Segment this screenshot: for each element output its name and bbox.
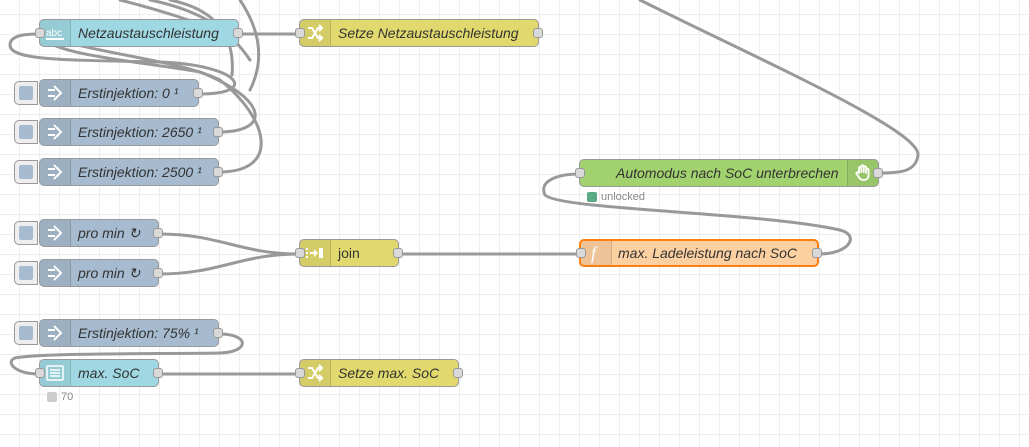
node-automodus[interactable]: Automodus nach SoC unterbrechen — [575, 159, 883, 187]
node-label: Netzaustauschleistung — [78, 25, 219, 41]
inject-button[interactable] — [14, 221, 38, 245]
function-icon: f — [581, 241, 612, 265]
wire — [638, 0, 920, 175]
node-label: join — [338, 245, 360, 261]
output-port[interactable] — [812, 248, 822, 258]
input-port[interactable] — [295, 368, 305, 378]
svg-text:f: f — [591, 243, 599, 263]
node-max-soc[interactable]: max. SoC — [35, 359, 163, 387]
arrow-right-icon — [40, 159, 71, 185]
output-port[interactable] — [453, 368, 463, 378]
status-dot — [47, 392, 57, 402]
arrow-right-icon — [40, 80, 71, 106]
svg-text:abc: abc — [46, 28, 62, 39]
output-port[interactable] — [393, 248, 403, 258]
output-port[interactable] — [873, 168, 883, 178]
status-badge: unlocked — [587, 191, 645, 203]
wire — [238, 0, 261, 92]
node-label: max. SoC — [78, 365, 140, 381]
node-erstinjektion-0[interactable]: Erstinjektion: 0 ¹ — [14, 79, 203, 107]
node-erstinjektion-2650[interactable]: Erstinjektion: 2650 ¹ — [14, 118, 223, 146]
output-port[interactable] — [213, 328, 223, 338]
inject-button[interactable] — [14, 321, 38, 345]
node-label: Setze max. SoC — [338, 365, 440, 381]
node-netzaustauschleistung[interactable]: abc Netzaustauschleistung — [35, 19, 243, 47]
node-label: pro min ↻ — [78, 224, 141, 241]
hand-icon — [847, 160, 878, 186]
status-text: 70 — [61, 391, 74, 403]
node-label: pro min ↻ — [78, 264, 141, 281]
node-label: Automodus nach SoC unterbrechen — [616, 165, 839, 181]
output-port[interactable] — [533, 28, 543, 38]
wire — [157, 232, 301, 256]
arrow-right-icon — [40, 220, 71, 246]
input-port[interactable] — [35, 28, 45, 38]
node-function-max-ladeleistung[interactable]: f max. Ladeleistung nach SoC — [576, 239, 822, 267]
wire — [37, 32, 263, 174]
node-label: Setze Netzaustauschleistung — [338, 25, 519, 41]
inject-button[interactable] — [14, 81, 38, 105]
node-label: Erstinjektion: 0 ¹ — [78, 85, 179, 101]
node-label: Erstinjektion: 2500 ¹ — [78, 164, 202, 180]
join-icon — [300, 240, 331, 266]
output-port[interactable] — [233, 28, 243, 38]
output-port[interactable] — [193, 88, 203, 98]
arrow-right-icon — [40, 119, 71, 145]
input-port[interactable] — [575, 168, 585, 178]
status-badge: 70 — [47, 391, 73, 403]
node-setze-netzaustauschleistung[interactable]: Setze Netzaustauschleistung — [295, 19, 543, 47]
output-port[interactable] — [213, 127, 223, 137]
node-pro-min-1[interactable]: pro min ↻ — [14, 219, 163, 247]
inject-button[interactable] — [14, 160, 38, 184]
status-text: unlocked — [601, 191, 646, 203]
wire — [157, 252, 301, 276]
input-port[interactable] — [295, 248, 305, 258]
input-port[interactable] — [295, 28, 305, 38]
wire — [9, 332, 244, 376]
output-port[interactable] — [153, 368, 163, 378]
arrow-right-icon — [40, 320, 71, 346]
wire — [542, 172, 852, 256]
shuffle-icon — [300, 20, 331, 46]
node-erstinjektion-2500[interactable]: Erstinjektion: 2500 ¹ — [14, 158, 223, 186]
arrow-right-icon — [40, 260, 71, 286]
node-label: Erstinjektion: 2650 ¹ — [78, 124, 202, 140]
node-erstinjektion-75[interactable]: Erstinjektion: 75% ¹ — [14, 319, 223, 347]
list-icon — [40, 360, 71, 386]
output-port[interactable] — [213, 167, 223, 177]
input-port[interactable] — [35, 368, 45, 378]
node-label: Erstinjektion: 75% ¹ — [78, 325, 199, 341]
node-join[interactable]: join — [295, 239, 403, 267]
wire — [8, 32, 236, 96]
output-port[interactable] — [153, 268, 163, 278]
node-label: max. Ladeleistung nach SoC — [618, 245, 797, 261]
shuffle-icon — [300, 360, 331, 386]
abc-icon: abc — [40, 20, 71, 46]
output-port[interactable] — [153, 228, 163, 238]
inject-button[interactable] — [14, 120, 38, 144]
node-setze-max-soc[interactable]: Setze max. SoC — [295, 359, 463, 387]
node-pro-min-2[interactable]: pro min ↻ — [14, 259, 163, 287]
status-dot — [587, 192, 597, 202]
input-port[interactable] — [576, 248, 586, 258]
inject-button[interactable] — [14, 261, 38, 285]
